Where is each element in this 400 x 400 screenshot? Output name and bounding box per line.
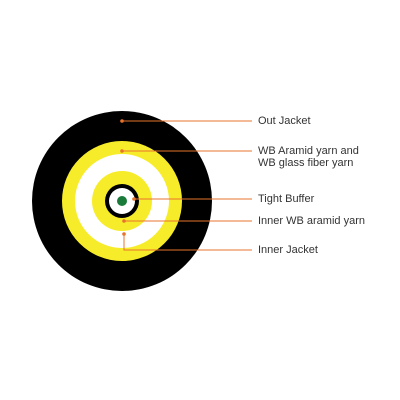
dot-wb-aramid bbox=[120, 149, 124, 153]
label-inner-jacket-text: Inner Jacket bbox=[258, 244, 318, 256]
label-out-jacket-text: Out Jacket bbox=[258, 115, 311, 127]
label-inner-jacket: Inner Jacket bbox=[258, 244, 318, 256]
label-inner-wb-aramid-text: Inner WB aramid yarn bbox=[258, 215, 365, 227]
dot-inner-jacket bbox=[122, 232, 126, 236]
label-out-jacket: Out Jacket bbox=[258, 115, 311, 127]
label-inner-wb-aramid: Inner WB aramid yarn bbox=[258, 215, 365, 227]
dot-inner-wb-aramid bbox=[122, 219, 126, 223]
dot-out-jacket bbox=[120, 119, 124, 123]
label-wb-aramid-line1: WB Aramid yarn and bbox=[258, 145, 359, 157]
label-wb-aramid-line2: WB glass fiber yarn bbox=[258, 157, 354, 169]
label-tight-buffer-text: Tight Buffer bbox=[258, 193, 315, 205]
label-tight-buffer: Tight Buffer bbox=[258, 193, 314, 205]
fiber-core bbox=[117, 196, 127, 206]
dot-tight-buffer bbox=[132, 197, 136, 201]
label-wb-aramid: WB Aramid yarn and WB glass fiber yarn bbox=[258, 145, 359, 169]
leader-inner-jacket bbox=[123, 234, 252, 251]
